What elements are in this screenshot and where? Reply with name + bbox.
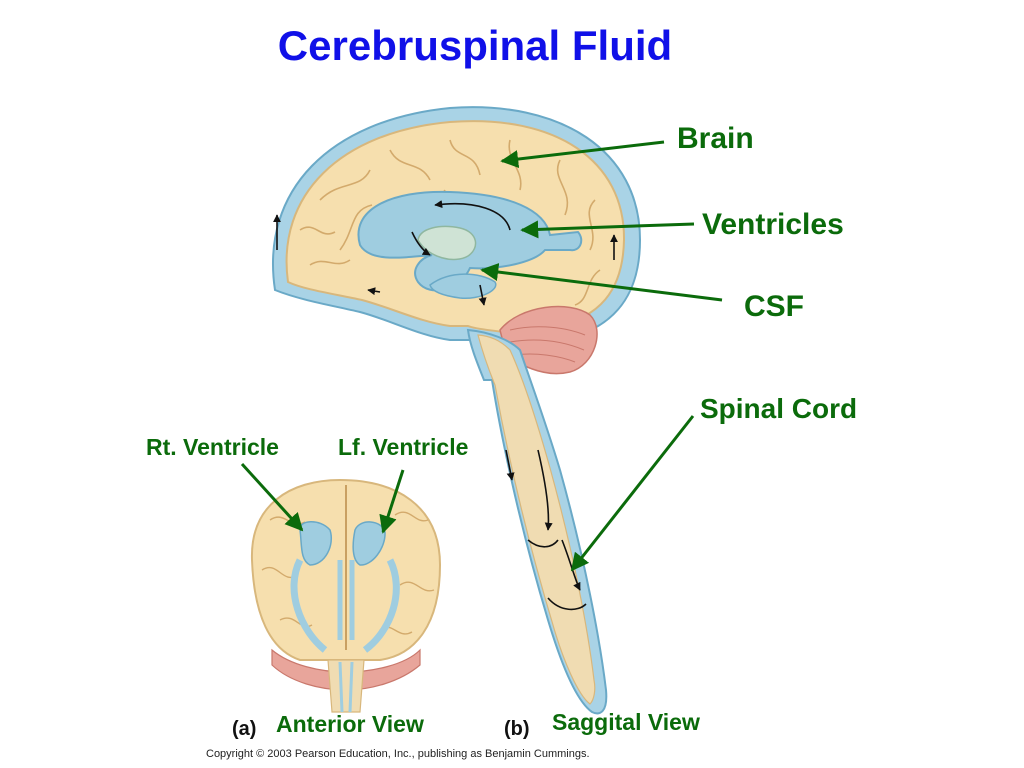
label-spinal-cord: Spinal Cord (700, 393, 858, 424)
ventricle-lower (429, 273, 497, 299)
label-rt-ventricle: Rt. Ventricle (146, 434, 279, 460)
rt-ventricle-pointer (240, 462, 304, 532)
sagittal-brain (272, 106, 642, 715)
label-csf: CSF (744, 290, 804, 323)
left-ventricle (352, 521, 386, 566)
label-saggital-view: Saggital View (552, 709, 700, 735)
label-ventricles: Ventricles (702, 208, 844, 241)
label-pointers (240, 140, 723, 572)
ventricles-pointer (520, 220, 695, 239)
label-anterior-view: Anterior View (276, 711, 424, 737)
copyright-notice: Copyright © 2003 Pearson Education, Inc.… (206, 748, 590, 760)
lf-ventricle-pointer (379, 469, 405, 534)
panel-label-b: (b) (504, 718, 530, 740)
panel-label-a: (a) (232, 718, 257, 740)
anterior-brain (250, 478, 442, 713)
third-ventricle (417, 225, 477, 261)
brain-pointer (500, 140, 665, 169)
label-brain: Brain (677, 122, 754, 155)
right-ventricle (299, 521, 332, 566)
csf-pointer (480, 263, 723, 302)
spinal-cord-pointer (570, 415, 695, 572)
cerebellum (499, 305, 598, 375)
spinal-cord (477, 334, 596, 705)
label-lf-ventricle: Lf. Ventricle (338, 434, 469, 460)
page-title: Cerebruspinal Fluid (277, 22, 673, 69)
